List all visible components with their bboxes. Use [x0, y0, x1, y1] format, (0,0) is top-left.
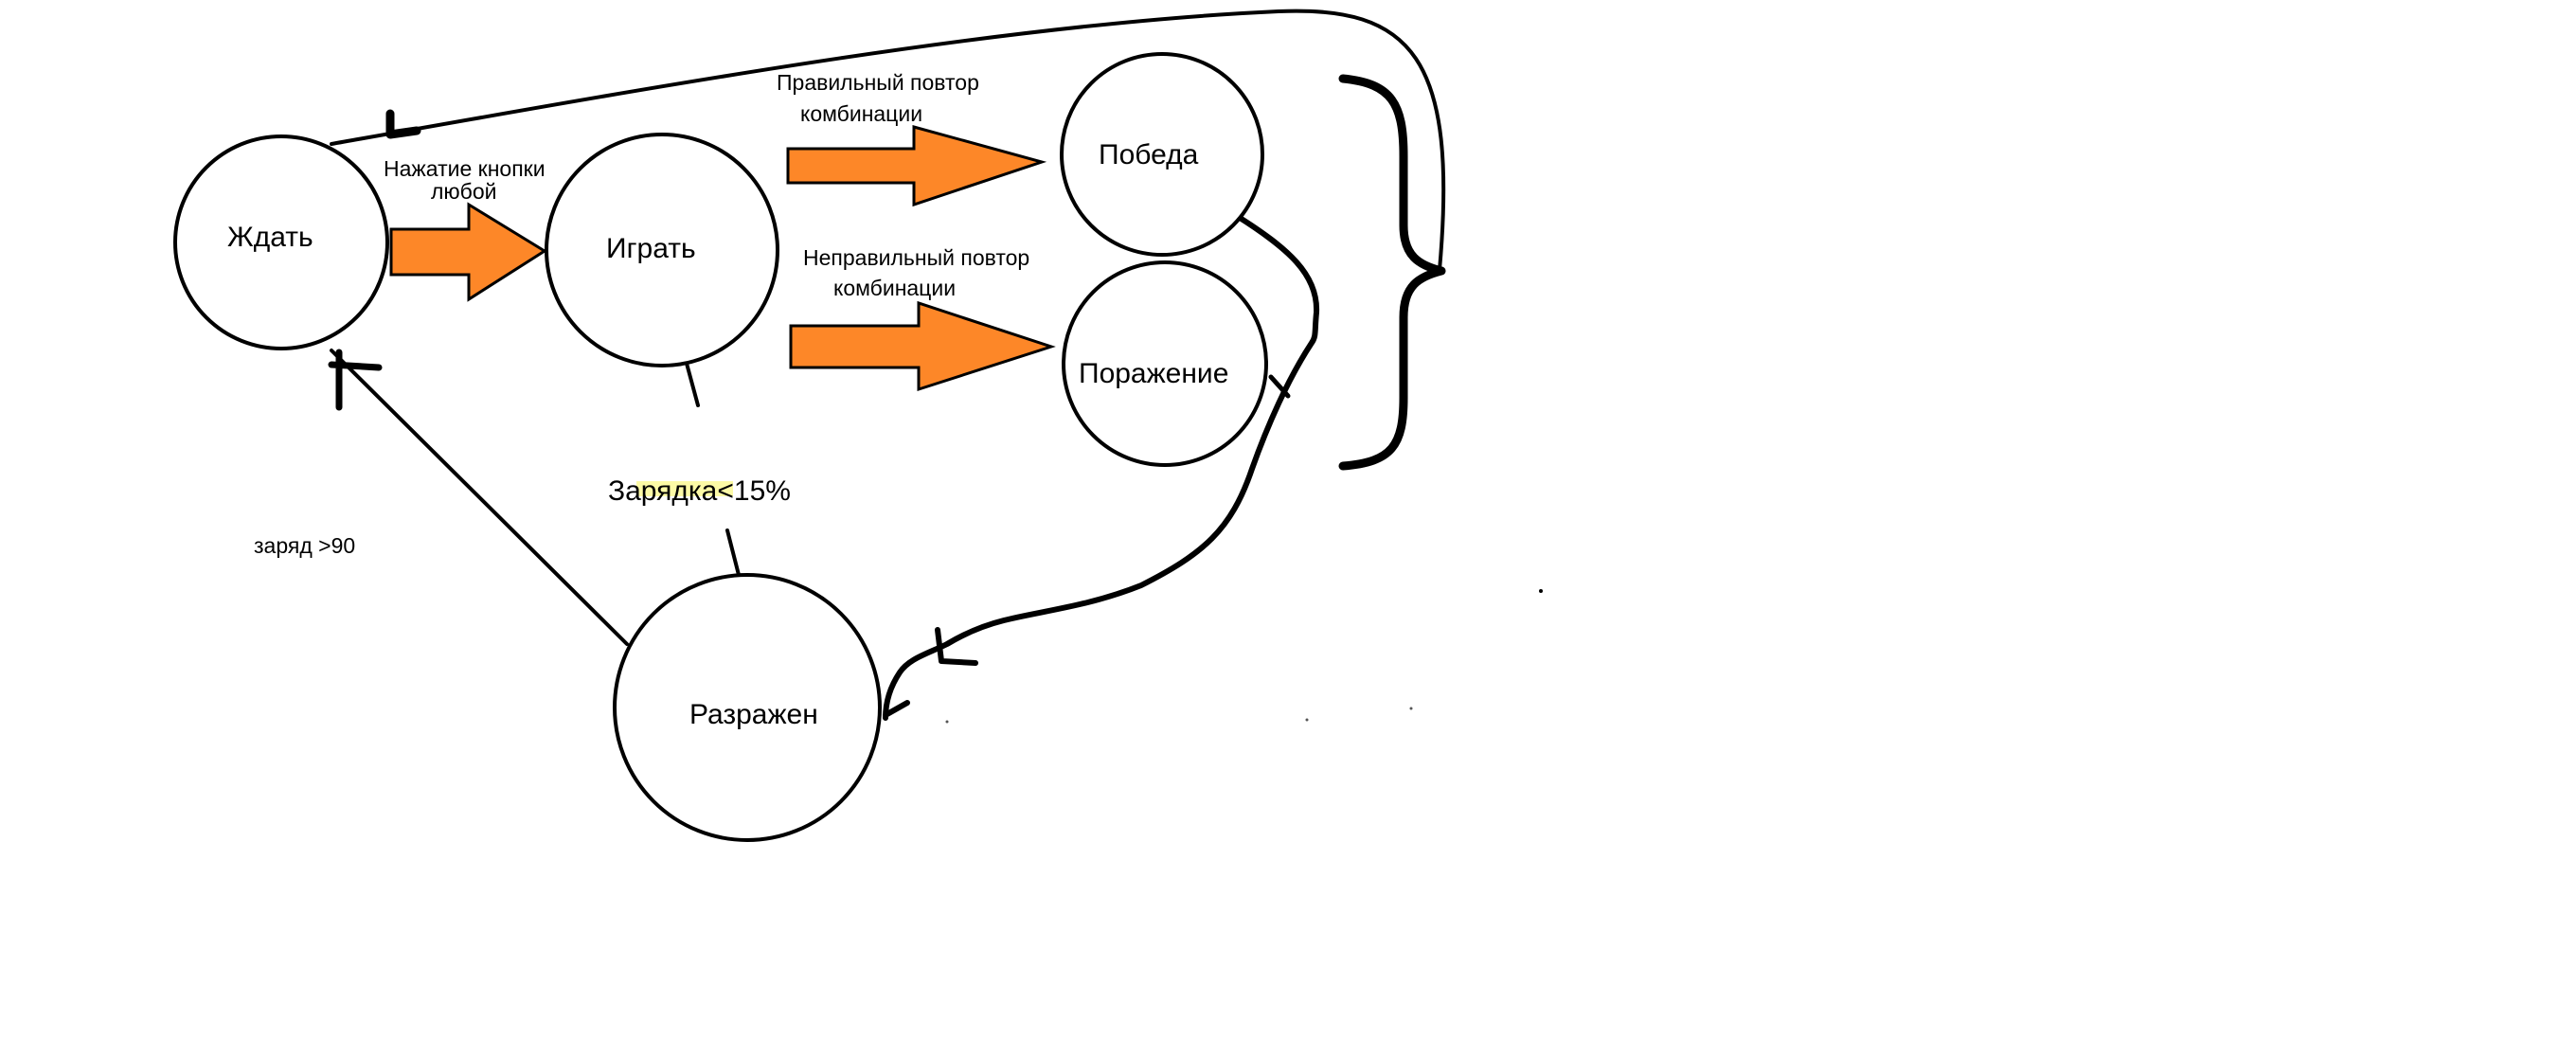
low-charge-label: Зарядка<15%	[608, 475, 791, 507]
arrow-play-to-lose	[789, 300, 1056, 392]
state-discharged-label: Разражен	[689, 699, 818, 730]
stray-mark	[945, 720, 949, 724]
charged-transition-line	[330, 349, 629, 646]
stray-mark	[1305, 718, 1309, 722]
button-press-label-line2: любой	[431, 179, 496, 204]
state-discharged	[613, 573, 882, 842]
result-to-discharged-arrowhead	[883, 627, 978, 718]
correct-repeat-label-line2: комбинации	[800, 101, 922, 126]
state-win	[1060, 52, 1264, 257]
correct-repeat-label-line1: Правильный повтор	[777, 70, 979, 95]
low-charge-line-top	[684, 358, 700, 407]
button-press-label-line1: Нажатие кнопки	[384, 156, 546, 181]
arrow-play-to-win	[786, 125, 1047, 207]
state-wait-label: Ждать	[227, 222, 313, 253]
wrong-repeat-label-line1: Неправильный повтор	[803, 245, 1029, 270]
low-charge-line-bottom	[725, 528, 741, 577]
charged-label: заряд >90	[254, 533, 355, 558]
state-play-label: Играть	[606, 233, 696, 264]
group-brace	[1338, 74, 1446, 471]
charged-transition-arrowhead	[328, 349, 383, 411]
lose-to-curve-stub	[1268, 374, 1291, 399]
state-wait	[173, 134, 389, 350]
state-lose	[1062, 260, 1268, 467]
state-lose-label: Поражение	[1079, 358, 1228, 389]
wrong-repeat-label-line2: комбинации	[833, 276, 956, 300]
return-to-wait-line	[330, 9, 1446, 272]
state-win-label: Победа	[1099, 139, 1199, 170]
low-charge-highlight	[636, 481, 733, 496]
result-to-discharged-curve	[883, 213, 1320, 721]
return-to-wait-arrowhead	[385, 109, 421, 139]
stray-mark	[1539, 589, 1543, 593]
arrow-wait-to-play	[389, 202, 547, 302]
state-play	[545, 133, 779, 367]
stray-mark	[1409, 707, 1413, 710]
